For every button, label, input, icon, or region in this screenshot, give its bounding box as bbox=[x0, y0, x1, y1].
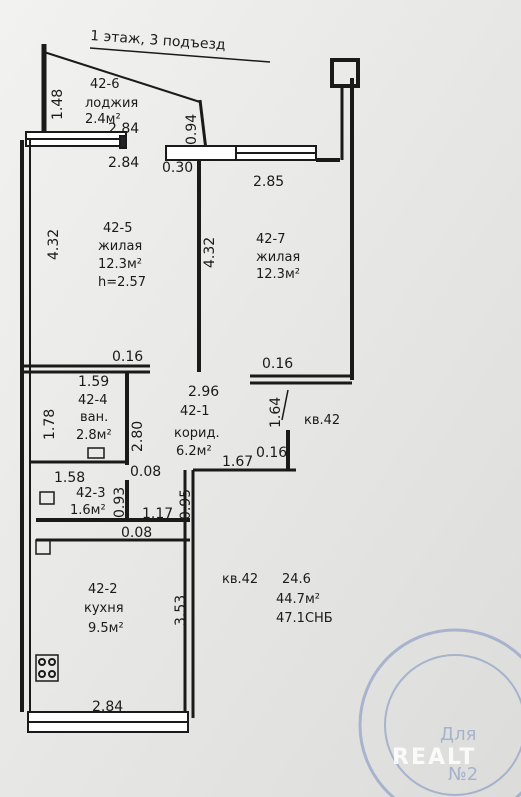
room-area: 1.6м² bbox=[70, 503, 106, 518]
room-id: 42-4 bbox=[78, 393, 108, 408]
dim-1-58: 1.58 bbox=[54, 470, 85, 486]
room-type: кухня bbox=[84, 601, 124, 616]
apartment-full-area: 47.1СНБ bbox=[276, 611, 333, 626]
dim-0-16-b: 0.16 bbox=[262, 356, 293, 372]
dim-0-93: 0.93 bbox=[112, 487, 128, 518]
dim-1-48: 1.48 bbox=[50, 89, 66, 120]
wall-loggia-right bbox=[198, 99, 208, 151]
dim-0-30: 0.30 bbox=[162, 160, 193, 176]
room-id: 42-1 bbox=[180, 404, 210, 419]
room-id: 42-7 bbox=[256, 232, 286, 247]
room-42-5: 42-5 жилая 12.3м² h=2.57 bbox=[98, 221, 146, 290]
dim-2-84-b: 2.84 bbox=[108, 155, 139, 171]
dim-1-17: 1.17 bbox=[142, 506, 173, 522]
stove-burner-2 bbox=[48, 658, 56, 666]
room-type: жилая bbox=[98, 239, 142, 254]
dim-4-32-a: 4.32 bbox=[46, 229, 62, 260]
room-42-2: 42-2 кухня 9.5м² bbox=[84, 582, 124, 636]
dim-1-67: 1.67 bbox=[222, 454, 253, 470]
room-area: 12.3м² bbox=[98, 257, 142, 272]
room-area: 12.3м² bbox=[256, 267, 300, 282]
room-area: 2.4м² bbox=[85, 112, 121, 127]
dim-2-80: 2.80 bbox=[130, 421, 146, 452]
dim-2-96: 2.96 bbox=[188, 384, 219, 400]
apartment-tag: кв.42 bbox=[304, 413, 340, 428]
dim-0-16-a: 0.16 bbox=[112, 349, 143, 365]
room-area: 6.2м² bbox=[176, 444, 212, 459]
walls bbox=[20, 44, 360, 733]
dim-1-59: 1.59 bbox=[78, 374, 109, 390]
room-type: жилая bbox=[256, 250, 300, 265]
dim-2-84-c: 2.84 bbox=[92, 699, 123, 715]
room-area: 9.5м² bbox=[88, 621, 124, 636]
bath-sink bbox=[87, 447, 105, 459]
wc-fixture bbox=[39, 491, 55, 505]
riser bbox=[330, 58, 360, 88]
dim-2-84-a: 2.84 bbox=[108, 121, 139, 137]
dim-0-95: 0.95 bbox=[178, 489, 194, 520]
room-42-7: 42-7 жилая 12.3м² bbox=[256, 232, 300, 282]
room-type: ван. bbox=[80, 410, 108, 425]
stamp-text: Для bbox=[440, 724, 476, 745]
dim-0-94: 0.94 bbox=[184, 114, 200, 145]
stove-burner-3 bbox=[38, 670, 46, 678]
pointer-line bbox=[281, 389, 289, 421]
wall-loggia-top bbox=[43, 51, 201, 103]
dim-1-64: 1.64 bbox=[268, 397, 284, 428]
kitchen-sink bbox=[35, 539, 51, 555]
apartment-unit: кв.42 bbox=[222, 572, 258, 587]
apartment-total-area: 44.7м² bbox=[276, 592, 320, 607]
dim-0-16-c: 0.16 bbox=[256, 445, 287, 461]
room-type: лоджия bbox=[85, 96, 138, 111]
room-area: 2.8м² bbox=[76, 428, 112, 443]
room-id: 42-6 bbox=[90, 77, 120, 92]
stove bbox=[35, 654, 59, 682]
apartment-living-area: 24.6 bbox=[282, 572, 311, 587]
room-id: 42-5 bbox=[103, 221, 133, 236]
room-id: 42-2 bbox=[88, 582, 118, 597]
room-42-1: 42-1 корид. 6.2м² bbox=[174, 404, 220, 459]
dim-2-85: 2.85 bbox=[253, 174, 284, 190]
stove-burner-1 bbox=[38, 658, 46, 666]
door-post bbox=[119, 135, 127, 149]
stove-burner-4 bbox=[48, 670, 56, 678]
dimensions: 1.48 2.84 0.94 2.84 0.30 2.85 4.32 4.32 … bbox=[42, 89, 293, 715]
seal-stamp: Для №2 bbox=[358, 628, 521, 797]
dim-1-78: 1.78 bbox=[42, 409, 58, 440]
dim-3-53: 3.53 bbox=[173, 595, 189, 626]
room-height: h=2.57 bbox=[98, 275, 146, 290]
room-42-6: 42-6 лоджия 2.4м² bbox=[85, 77, 138, 127]
window-seg-1 bbox=[165, 145, 237, 161]
dim-4-32-b: 4.32 bbox=[202, 237, 218, 268]
room-type: корид. bbox=[174, 426, 220, 441]
room-id: 42-3 bbox=[76, 486, 106, 501]
apartment-summary: кв.42 24.6 44.7м² 47.1СНБ кв.42 bbox=[222, 413, 340, 626]
watermark: REALT bbox=[392, 745, 476, 770]
stamp-number: №2 bbox=[448, 764, 478, 785]
dim-0-08-a: 0.08 bbox=[130, 464, 161, 480]
room-42-4: 42-4 ван. 2.8м² bbox=[76, 393, 112, 443]
dim-0-08-b: 0.08 bbox=[121, 525, 152, 541]
room-42-3: 42-3 1.6м² bbox=[70, 486, 106, 518]
title-underline bbox=[89, 47, 271, 63]
